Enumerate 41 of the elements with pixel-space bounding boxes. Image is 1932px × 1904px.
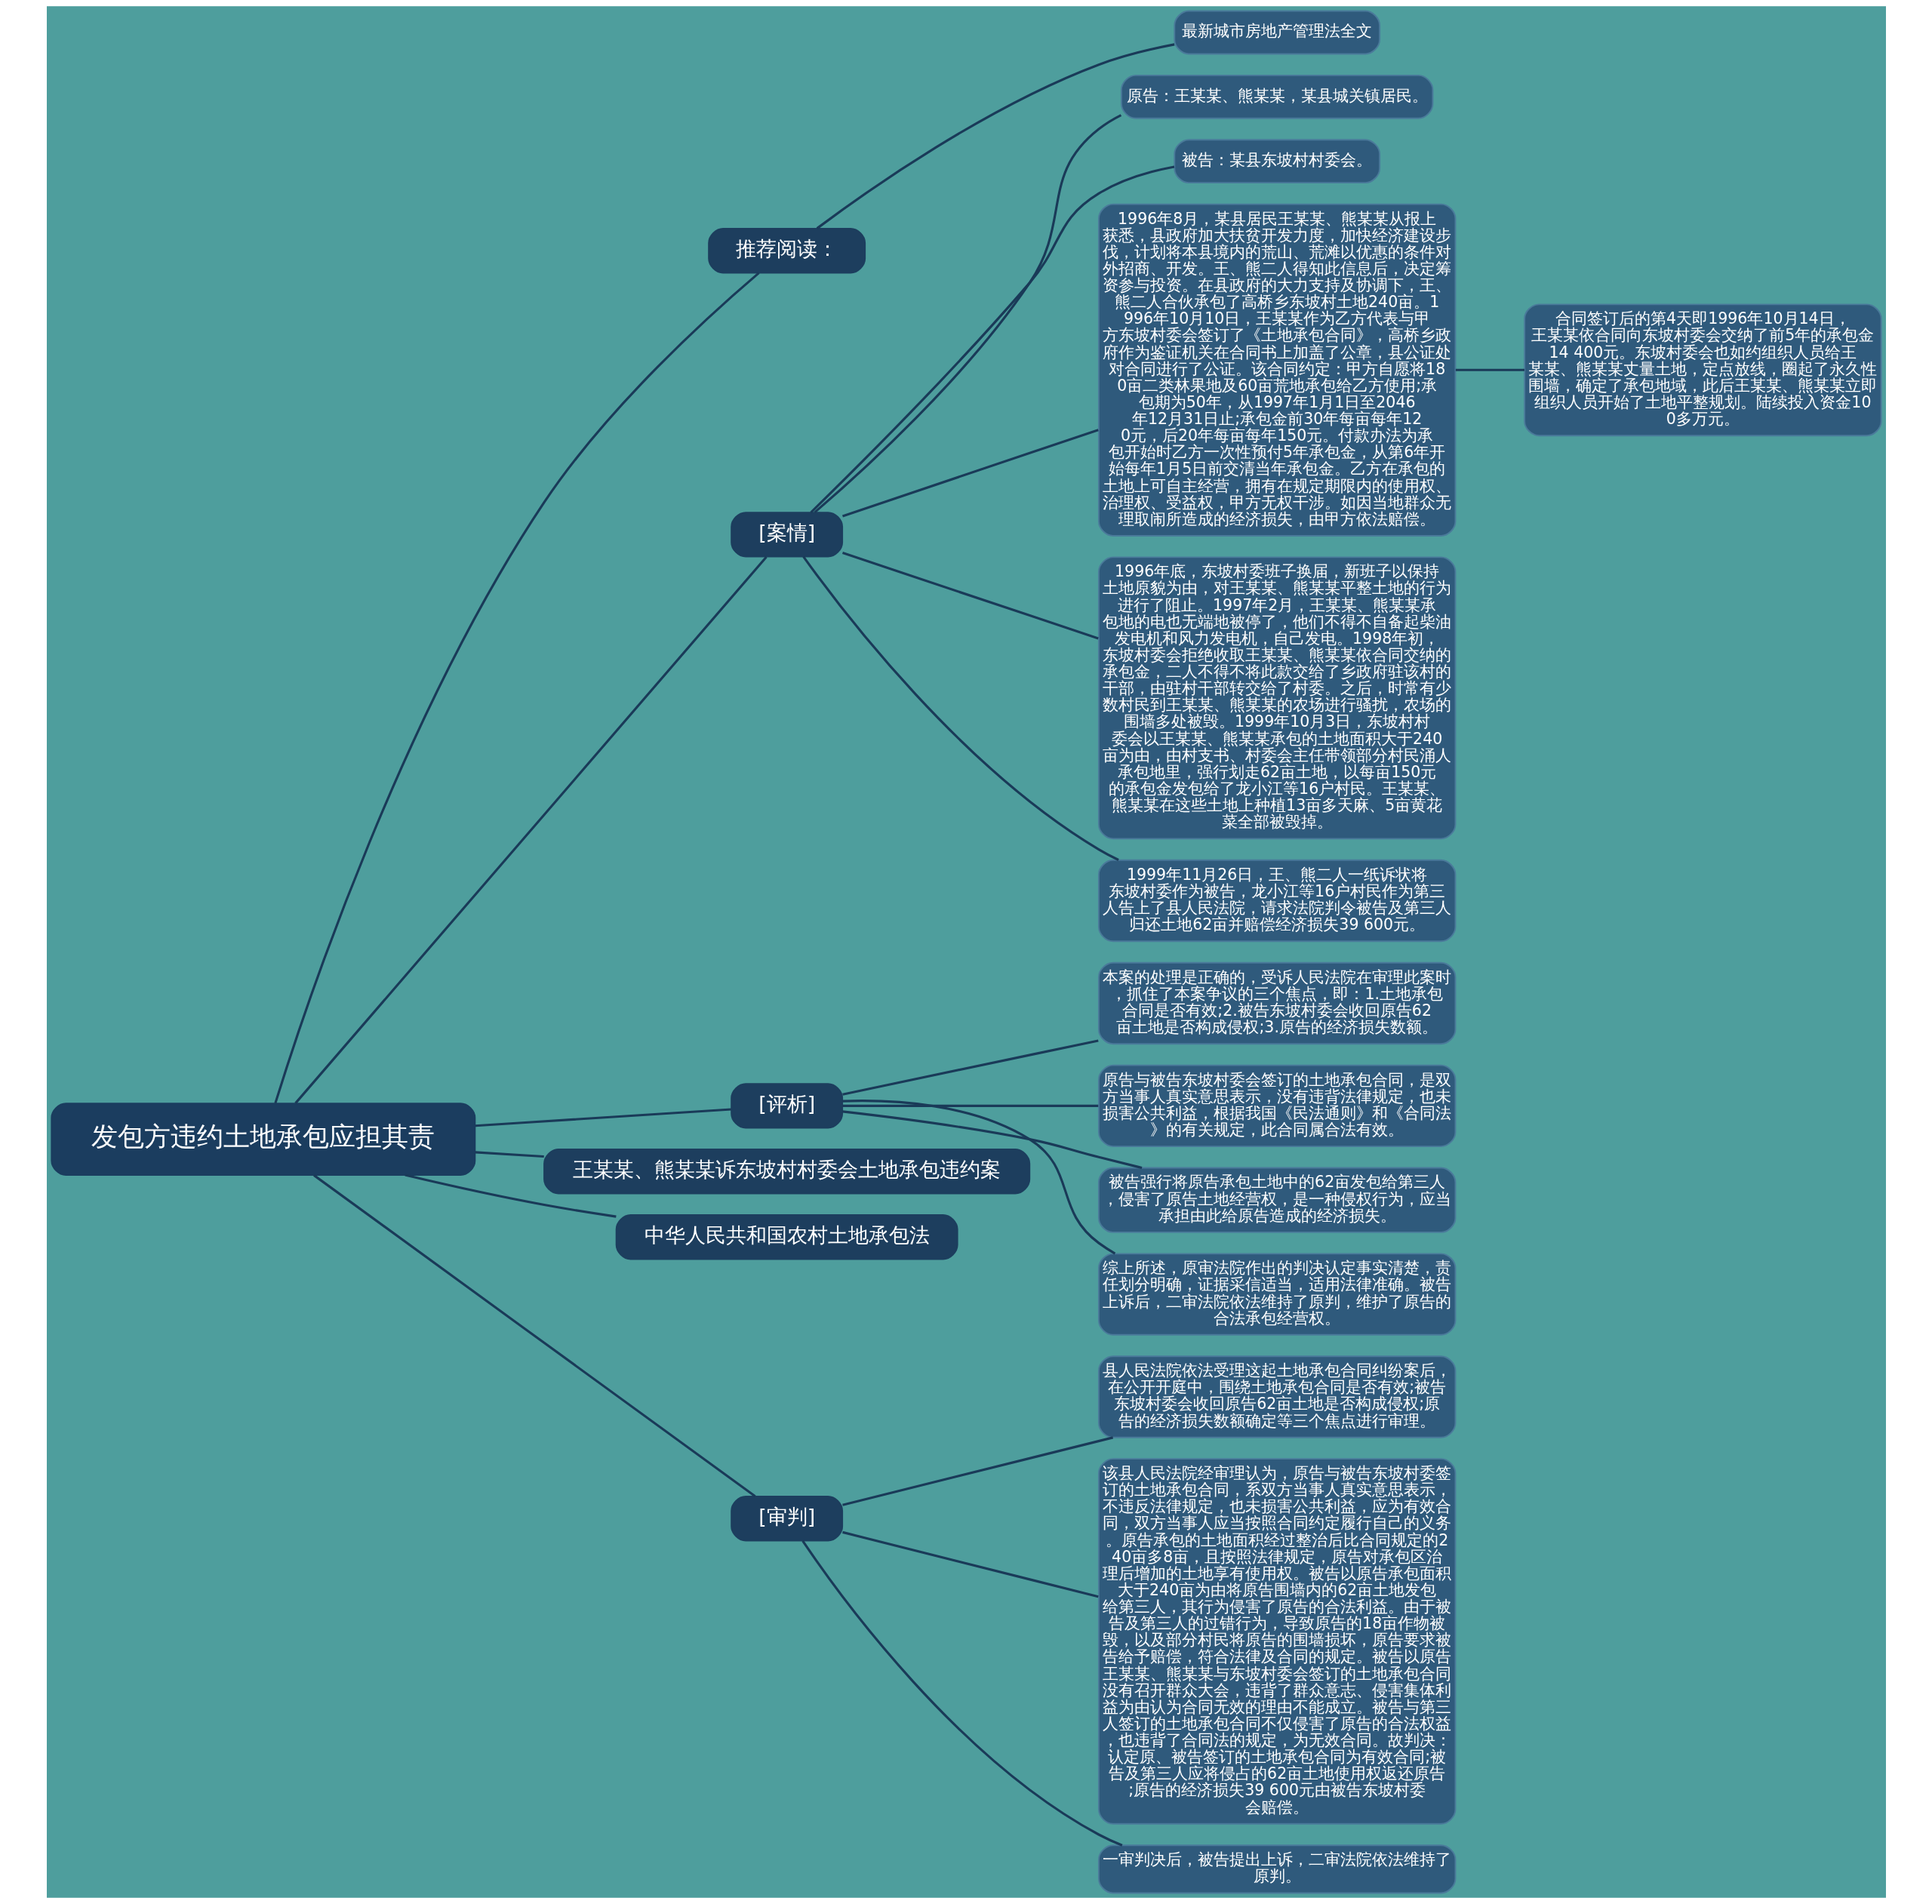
connector <box>841 1436 1113 1506</box>
node-box: 一审判决后，被告提出上诉，二审法院依法维持了原判。 <box>1097 1844 1456 1894</box>
connector <box>841 1110 1142 1170</box>
connector <box>404 1173 617 1218</box>
connector <box>841 1039 1099 1096</box>
connector <box>841 429 1099 518</box>
connector <box>801 555 1119 861</box>
connector <box>475 1151 544 1158</box>
connector <box>816 43 1174 229</box>
connector <box>475 1108 731 1127</box>
node-box: 该县人民法院经审理认为，原告与被告东坡村委签订的土地承包合同，系双方当事人真实意思表示，不违反法律规定，也未损害公共利益，应为有效合同，双方当事人应当按照合同约定履行自己的义务。原告承包的土地面积经过整治后比合同规定的240亩多8亩，且按照法律规定，原告对承包区治理后增加的土地享有使用权。被告以原告承包面积大于240亩为由将原告围墙内的62亩土地发包给第三人，其行为侵害了原告的合法利益。由于被告及第三人的过错行为，导致原告的18亩作物被毁，以及部分村民将原告的围墙损坏，原告要求被告给予赔偿，符合法律及合同的规定。被告以原告王某某、熊某某与东坡村委会签订的土地承包合同没有召开群众大会，违背了群众意志、侵害集体利益为由认为合同无效的理由不能成立。被告与第三人签订的土地承包合同不仅侵害了原告的合法权益，也违背了合同法的规定，为无效合同。故判决：认定原、被告签订的土地承包合同为有效合同;被告及第三人应将侵占的62亩土地使用权返还原告;原告的经济损失39 600元由被告东坡村委会赔偿。 <box>1097 1458 1456 1825</box>
node-box: 被告强行将原告承包土地中的62亩发包给第三人，侵害了原告土地经营权，是一种侵权行为，应当承担由此给原告造成的经济损失。 <box>1097 1167 1456 1233</box>
connector <box>814 114 1121 514</box>
connector <box>273 272 760 1104</box>
connector <box>801 1540 1122 1847</box>
node-box: 县人民法院依法受理这起土地承包合同纠纷案后，在公开开庭中，围绕土地承包合同是否有效;被告东坡村委会收回原告62亩土地是否构成侵权;原告的经济损失数额确定等三个焦点进行审理。 <box>1097 1355 1456 1438</box>
connector <box>809 165 1174 514</box>
connector <box>1455 368 1524 371</box>
node-box: 原告与被告东坡村委会签订的土地承包合同，是双方当事人真实意思表示，没有违背法律规定，也未损害公共利益，根据我国《民法通则》和《合同法》的有关规定，此合同属合法有效。 <box>1097 1064 1456 1148</box>
node-box: 1996年8月，某县居民王某某、熊某某从报上获悉，县政府加大扶贫开发力度，加快经济建设步伐，计划将本县境内的荒山、荒滩以优惠的条件对外招商、开发。王、熊二人得知此信息后，决定筹资参与投资。在县政府的大力支持及协调下，王、熊二人合伙承包了高桥乡东坡村土地240亩。1996年10月10日，王某某作为乙方代表与甲方东坡村委会签订了《土地承包合同》，高桥乡政府作为鉴证机关在合同书上加盖了公章，县公证处对合同进行了公证。该合同约定：甲方自愿将180亩二类林果地及60亩荒地承包给乙方使用;承包期为50年，从1997年1月1日至2046年12月31日止;承包金前30年每亩每年120元，后20年每亩每年150元。付款办法为承包开始时乙方一次性预付5年承包金，从第6年开始每年1月5日前交清当年承包金。乙方在承包的土地上可自主经营，拥有在规定期限内的使用权、治理权、受益权，甲方无权干涉。如因当地群众无理取闹所造成的经济损失，由甲方依法赔偿。 <box>1097 203 1456 537</box>
node-box: [案情] <box>730 512 843 558</box>
connector <box>841 552 1099 640</box>
connector <box>842 1104 1098 1107</box>
node-box: 最新城市房地产管理法全文 <box>1173 10 1380 55</box>
node-box: 1996年底，东坡村委班子换届，新班子以保持土地原貌为由，对王某某、熊某某平整土地的行为进行了阻止。1997年2月，王某某、熊某某承包地的电也无端地被停了，他们不得不自备起柴油发电机和风力发电机，自己发电。1998年初，东坡村委会拒绝收取王某某、熊某某依合同交纳的承包金，二人不得不将此款交给了乡政府驻该村的干部，由驻村干部转交给了村委。之后，时常有少数村民到王某某、熊某某的农场进行骚扰，农场的围墙多处被毁。1999年10月3日，东坡村村委会以王某某、熊某某承包的土地面积大于240亩为由，由村支书、村委会主任带领部分村民涌人承包地里，强行划走62亩土地，以每亩150元的承包金发包给了龙小江等16户村民。王某某、熊某某在这些土地上种植13亩多天麻、5亩黄花菜全部被毁掉。 <box>1097 556 1456 840</box>
node-box: 推荐阅读： <box>707 228 866 274</box>
node-box: 综上所述，原审法院作出的判决认定事实清楚，责任划分明确，证据采信适当，适用法律准确。被告上诉后，二审法院依法维持了原判，维护了原告的合法承包经营权。 <box>1097 1253 1456 1336</box>
node-box: 王某某、熊某某诉东坡村村委会土地承包违约案 <box>543 1149 1030 1195</box>
node-box: 发包方违约土地承包应担其责 <box>50 1103 475 1176</box>
node-box: [审判] <box>730 1496 843 1542</box>
node-box: 被告：某县东坡村村委会。 <box>1173 139 1380 184</box>
node-box: 合同签订后的第4天即1996年10月14日，王某某依合同向东坡村委会交纳了前5年的承包金14 400元。东坡村委会也如约组织人员给王某某、熊某某丈量土地，定点放线，圈起了永久性围墙，确定了承包地域，此后王某某、熊某某立即组织人员开始了土地平整规划。陆续投入资金100多万元。 <box>1523 303 1882 437</box>
connector <box>842 1100 1115 1255</box>
node-box: [评析] <box>730 1083 843 1129</box>
node-box: 原告：王某某、熊某某，某县城关镇居民。 <box>1120 74 1433 119</box>
connector <box>312 1174 756 1498</box>
connector <box>841 1530 1099 1598</box>
node-box: 中华人民共和国农村土地承包法 <box>615 1214 958 1260</box>
node-box: 本案的处理是正确的，受诉人民法院在审理此案时，抓住了本案争议的三个焦点，即：1.土地承包合同是否有效;2.被告东坡村委会收回原告62亩土地是否构成侵权;3.原告的经济损失数额。 <box>1097 961 1456 1045</box>
connector <box>294 555 768 1104</box>
node-box: 1999年11月26日，王、熊二人一纸诉状将东坡村委作为被告，龙小江等16户村民作为第三人告上了县人民法院，请求法院判令被告及第三人归还土地62亩并赔偿经济损失39 600元。 <box>1097 859 1456 943</box>
